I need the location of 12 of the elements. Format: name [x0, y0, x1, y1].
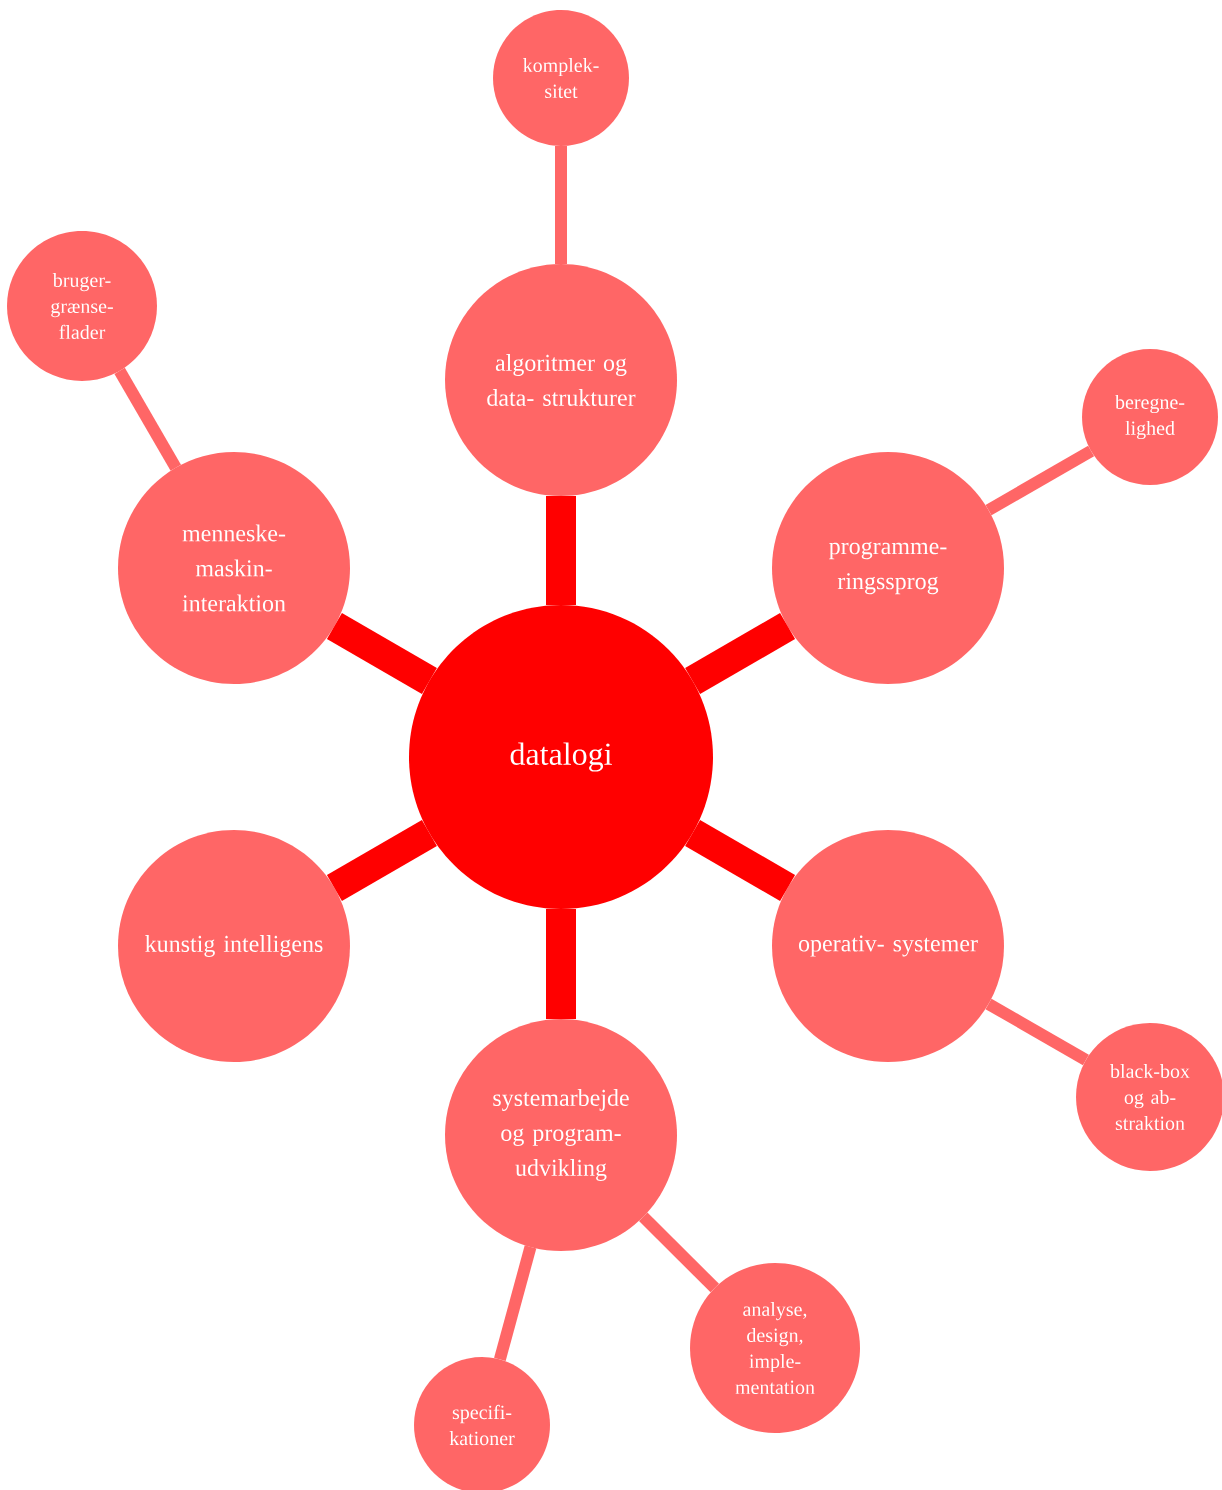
connector	[555, 146, 567, 264]
connector	[546, 909, 576, 1019]
connector	[685, 820, 796, 901]
connector	[114, 367, 181, 471]
connector	[985, 445, 1095, 516]
connector	[985, 998, 1089, 1066]
connector	[639, 1212, 719, 1293]
connector	[685, 613, 796, 694]
connector	[546, 496, 576, 605]
connector	[326, 613, 437, 694]
connector	[326, 820, 437, 901]
connector	[494, 1245, 537, 1361]
